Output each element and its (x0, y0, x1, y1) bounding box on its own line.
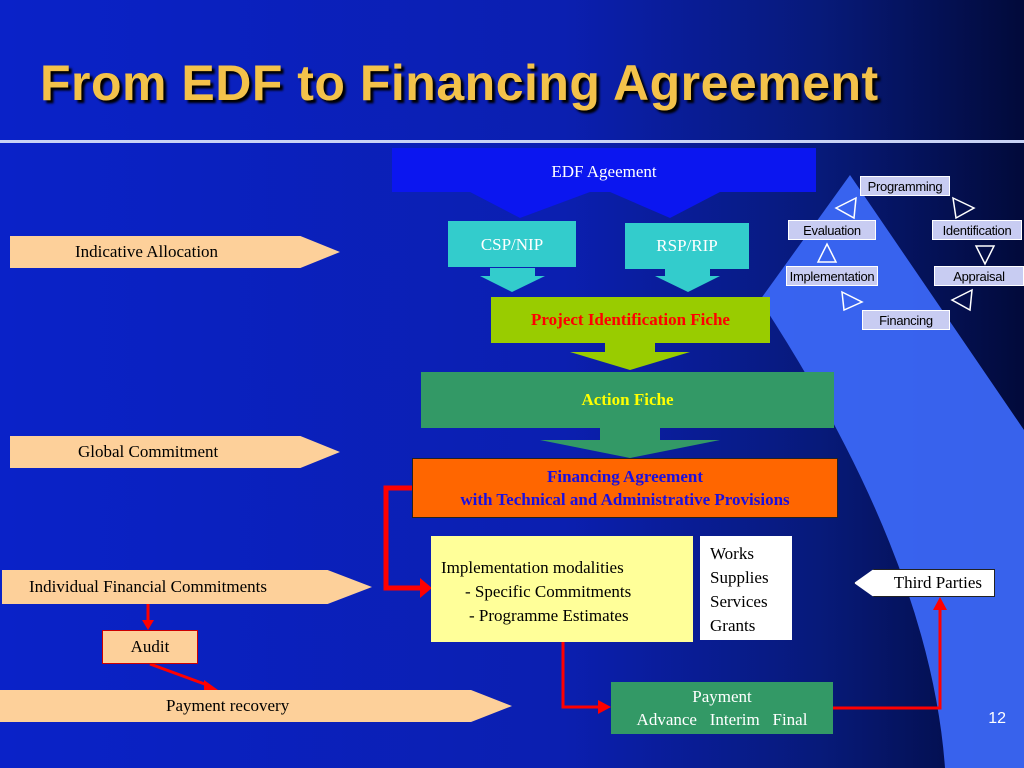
project-identification-fiche-box: Project Identification Fiche (491, 297, 770, 343)
cycle-appraisal: Appraisal (934, 266, 1024, 286)
page-number: 12 (988, 710, 1006, 727)
implementation-line3: - Programme Estimates (469, 606, 629, 625)
contract-type-supplies: Supplies (710, 568, 769, 587)
payment-line1: Payment (692, 687, 752, 706)
pif-arrow (570, 343, 690, 370)
cycle-arrow-4 (950, 288, 973, 312)
cycle-identification: Identification (932, 220, 1022, 240)
global-commitment-label: Global Commitment (78, 442, 219, 461)
connector-payment-arrowhead (598, 700, 611, 714)
cycle-arrow-6 (816, 242, 838, 263)
contract-type-works: Works (710, 544, 754, 563)
action-fiche-box: Action Fiche (421, 372, 834, 428)
cycle-programming-label: Programming (867, 178, 943, 194)
edf-arrow-left (470, 192, 590, 218)
cycle-programming: Programming (860, 176, 950, 196)
slide-title: From EDF to Financing Agreement (40, 55, 879, 111)
contract-type-services: Services (710, 592, 768, 611)
cycle-arrow-2 (952, 196, 976, 220)
connector-fa-to-impl (383, 485, 420, 591)
global-commitment-arrow: Global Commitment (10, 436, 340, 468)
title-divider (0, 140, 1024, 143)
financing-agreement-line1: Financing Agreement (547, 467, 703, 486)
connector-audit-to-recovery (149, 662, 211, 688)
connector-impl-to-payment (561, 642, 600, 709)
action-fiche-label: Action Fiche (581, 390, 674, 409)
third-parties-arrow: Third Parties (854, 569, 995, 597)
project-identification-fiche-label: Project Identification Fiche (531, 310, 730, 329)
third-parties-label: Third Parties (893, 573, 982, 592)
cycle-arrow-5 (841, 290, 864, 312)
implementation-line1: Implementation modalities (441, 558, 624, 577)
financing-agreement-box: Financing Agreement with Technical and A… (412, 458, 838, 518)
csp-arrow (480, 268, 545, 292)
payment-box: Payment Advance Interim Final (611, 682, 833, 734)
rsp-rip-box: RSP/RIP (625, 223, 749, 269)
indicative-allocation-label: Indicative Allocation (75, 242, 219, 261)
rsp-arrow (655, 268, 720, 292)
cycle-evaluation: Evaluation (788, 220, 876, 240)
cycle-implementation-label: Implementation (789, 268, 875, 284)
connector-fa-arrowhead (420, 578, 432, 598)
edf-agreement-box: EDF Ageement (392, 148, 816, 192)
cycle-financing: Financing (862, 310, 950, 330)
payment-line2: Advance Interim Final (636, 710, 808, 729)
cycle-implementation: Implementation (786, 266, 878, 286)
contract-types-box: Works Supplies Services Grants (700, 536, 792, 640)
cycle-arrow-3 (974, 245, 996, 266)
implementation-line2: - Specific Commitments (465, 582, 632, 601)
implementation-modalities-box: Implementation modalities - Specific Com… (431, 536, 693, 642)
edf-arrow-right (610, 192, 720, 218)
connector-payment-to-third (833, 608, 942, 710)
cycle-identification-label: Identification (942, 222, 1012, 238)
rsp-rip-label: RSP/RIP (656, 236, 718, 255)
connector-audit-arrowhead (142, 620, 154, 630)
csp-nip-box: CSP/NIP (448, 221, 576, 267)
contract-type-grants: Grants (710, 616, 756, 635)
action-arrow (540, 428, 720, 458)
audit-label: Audit (130, 637, 170, 656)
cycle-appraisal-label: Appraisal (953, 268, 1005, 284)
financing-agreement-line2: with Technical and Administrative Provis… (460, 490, 790, 509)
payment-recovery-label: Payment recovery (166, 696, 290, 715)
csp-nip-label: CSP/NIP (480, 235, 544, 254)
audit-box: Audit (102, 630, 198, 664)
payment-recovery-arrow: Payment recovery (0, 690, 512, 722)
edf-agreement-label: EDF Ageement (551, 162, 657, 181)
individual-commitments-arrow: Individual Financial Commitments (2, 570, 372, 604)
cycle-evaluation-label: Evaluation (803, 222, 861, 238)
indicative-allocation-arrow: Indicative Allocation (10, 236, 340, 268)
cycle-arrow-1 (834, 196, 857, 220)
connector-third-arrowhead (933, 597, 947, 610)
light-beam (760, 175, 1024, 768)
cycle-financing-label: Financing (879, 312, 933, 328)
individual-commitments-label: Individual Financial Commitments (29, 577, 267, 596)
